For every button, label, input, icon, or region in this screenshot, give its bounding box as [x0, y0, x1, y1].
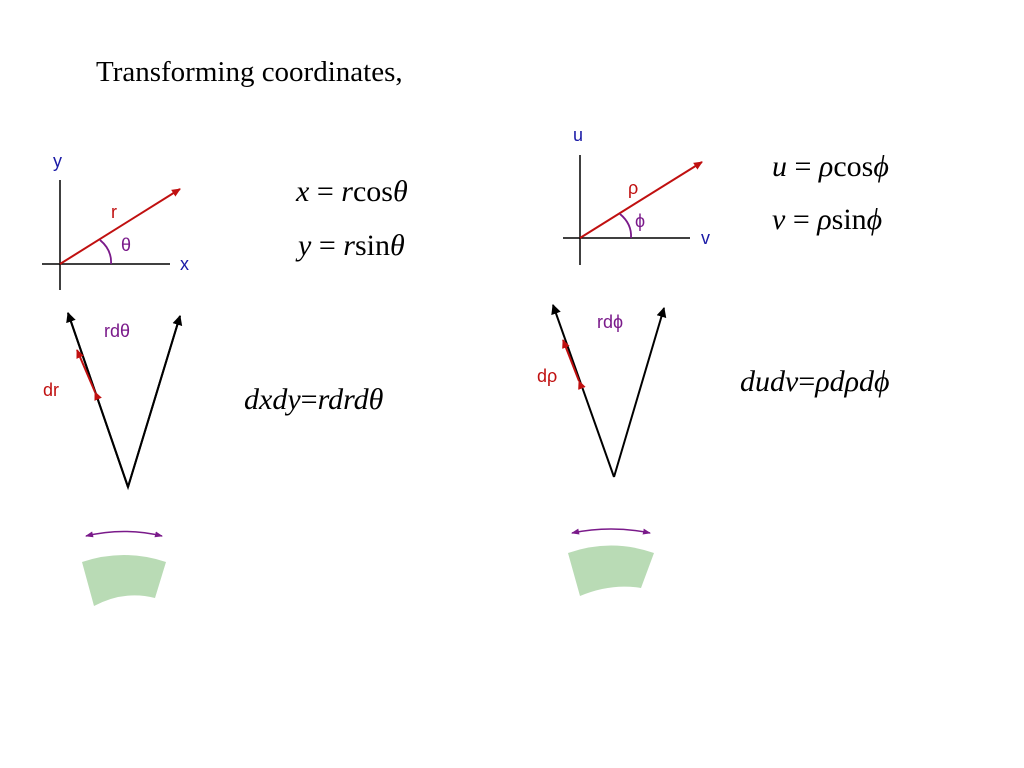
theta-label: θ [121, 235, 131, 255]
d-rho-arrow [562, 339, 586, 390]
phi-angle-arc [619, 213, 632, 239]
equation-v-rhosin: v = ρsinϕ [772, 203, 883, 236]
radius-vector-arrow [59, 188, 181, 265]
u-axis-label: u [573, 125, 583, 145]
y-axis-label: y [53, 151, 62, 171]
v-axis-label: v [701, 228, 710, 248]
equation-dudv: dudv=ρdρdϕ [740, 365, 890, 398]
theta-angle-arc [99, 239, 112, 265]
right-arc-arrow [571, 528, 651, 535]
left-area-element [82, 555, 166, 606]
rho-vector-arrow [579, 161, 703, 239]
left-axes [42, 180, 170, 290]
dr-label: dr [43, 380, 59, 400]
right-area-element [568, 545, 654, 596]
left-arc-arrow [85, 530, 163, 538]
rd-theta-label: rdθ [104, 321, 130, 341]
dr-arrow [76, 349, 102, 401]
page-title: Transforming coordinates, [96, 56, 403, 88]
equation-u-rhocos: u = ρcosϕ [772, 150, 889, 183]
d-rho-label: dρ [537, 366, 557, 386]
radius-label: r [111, 202, 117, 222]
rd-phi-label: rdϕ [597, 312, 623, 332]
equation-x-rcos: x = rcosθ [296, 175, 408, 208]
right-wedge-arrow-right [613, 307, 667, 478]
x-axis-label: x [180, 254, 189, 274]
equation-y-rsin: y = rsinθ [298, 229, 405, 262]
phi-label: ϕ [635, 211, 645, 231]
right-wedge-arrow-left [551, 304, 615, 478]
left-wedge-arrow-right [127, 315, 183, 488]
equation-dxdy: dxdy=rdrdθ [244, 383, 384, 416]
right-axes [563, 155, 690, 265]
rho-label: ρ [628, 178, 638, 198]
